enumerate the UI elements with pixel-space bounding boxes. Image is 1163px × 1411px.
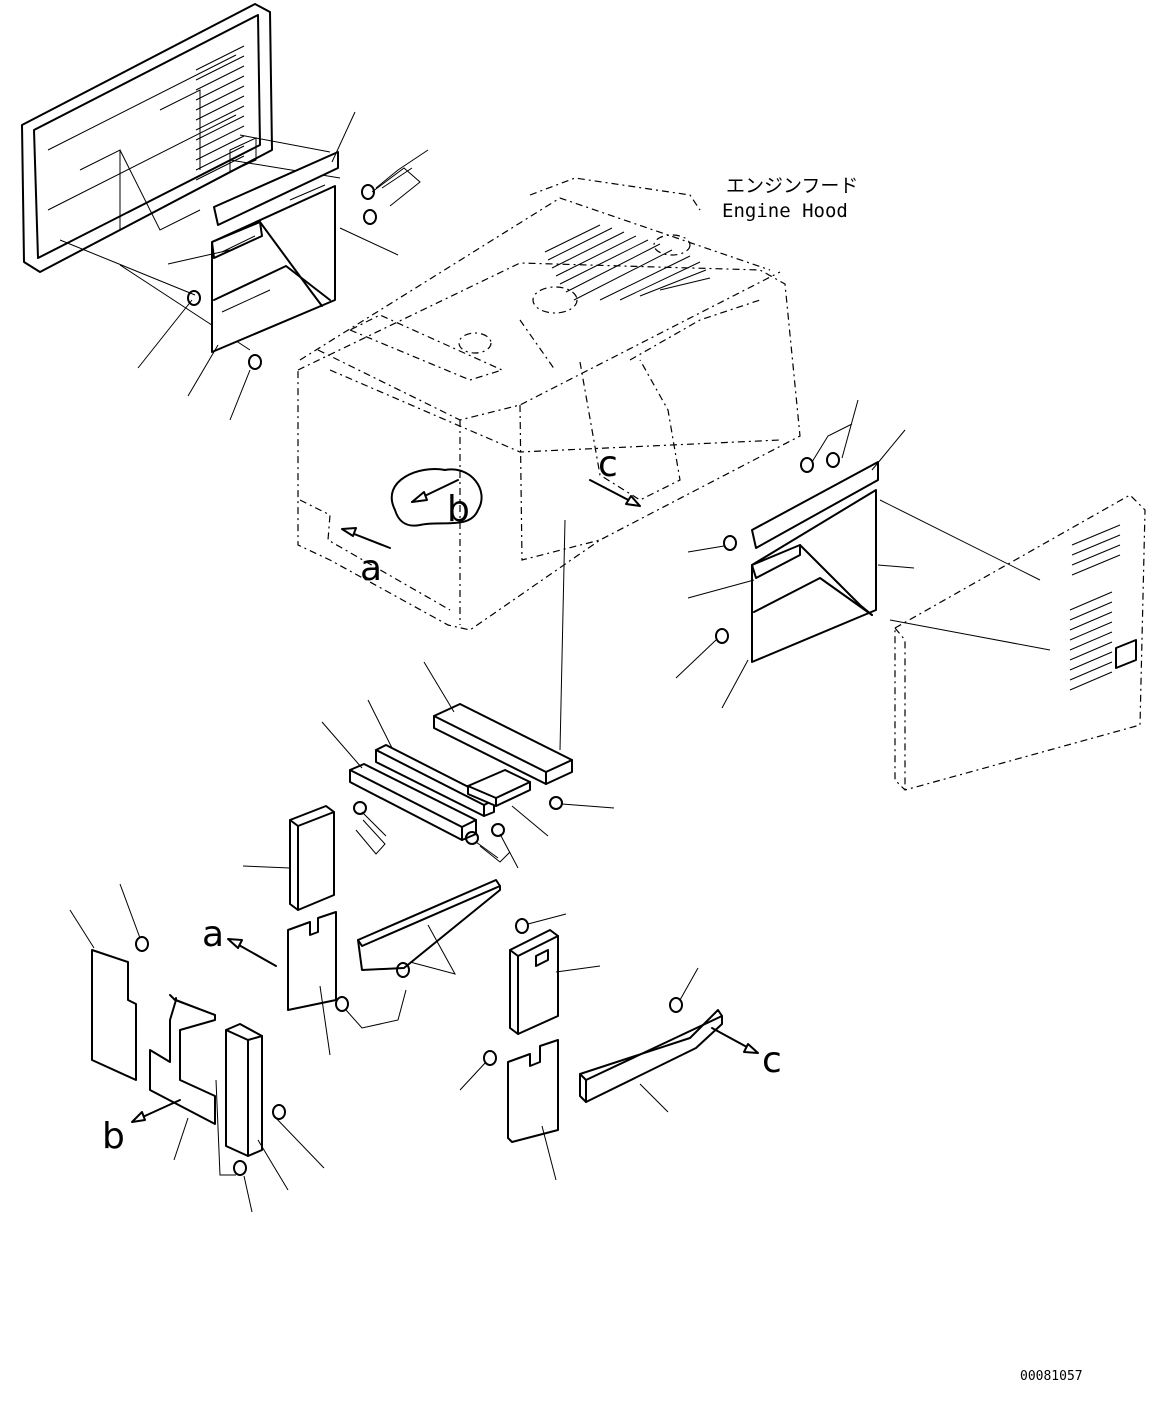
left-insulation-pads: [187, 151, 377, 370]
title-english: Engine Hood: [722, 200, 848, 222]
lower-strip-pads: [349, 703, 573, 845]
left-door-panel: [21, 3, 273, 273]
lower-left-pads: [91, 805, 501, 1176]
view-label-c-lower: c: [762, 1040, 782, 1081]
lower-right-pads: [483, 918, 723, 1143]
right-side-panel: [894, 494, 1146, 791]
view-label-c-hood: c: [598, 444, 618, 485]
right-insulation-pads: [715, 452, 879, 663]
callout-b-outline: [390, 468, 483, 527]
view-label-a-lower: a: [202, 914, 224, 955]
view-label-b-lower: b: [102, 1116, 125, 1157]
document-number: 00081057: [1020, 1369, 1083, 1384]
title-japanese: エンジンフード: [726, 175, 858, 197]
view-label-b-hood: b: [447, 489, 470, 530]
view-label-a-hood: a: [360, 548, 382, 589]
